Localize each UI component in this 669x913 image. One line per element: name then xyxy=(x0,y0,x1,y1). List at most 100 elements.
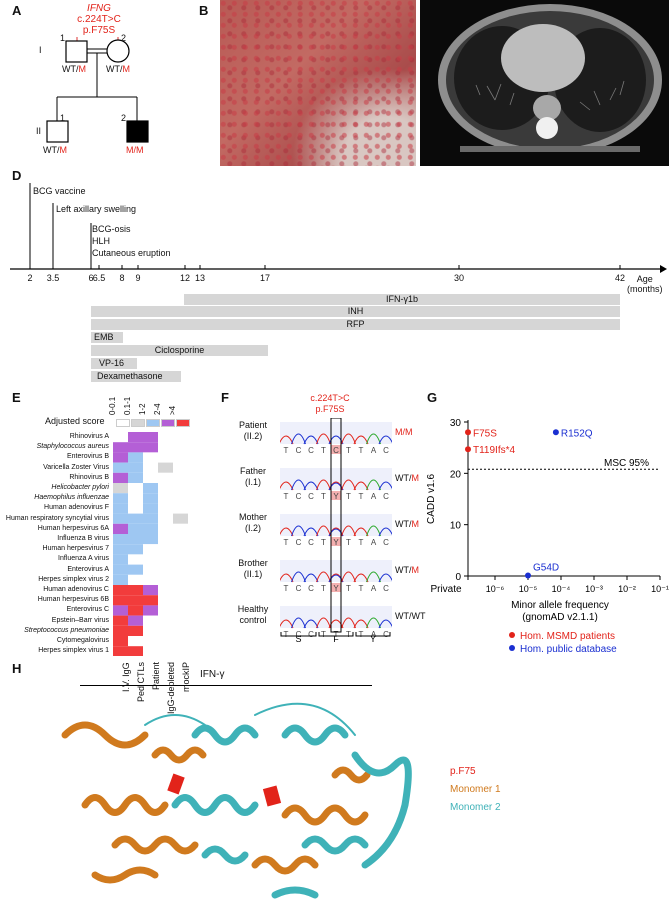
heatmap-cell xyxy=(113,636,128,647)
sanger-peak xyxy=(353,435,369,445)
treatment-bar-vp16: VP-16 xyxy=(91,358,137,369)
skin-rash-photo xyxy=(220,0,416,166)
sanger-base: C xyxy=(308,446,314,455)
treatment-bar-rfp: RFP xyxy=(91,319,620,330)
heatmap-cell xyxy=(113,503,128,514)
brother-square xyxy=(46,120,69,143)
heatmap-cell xyxy=(173,544,188,555)
heatmap-cell xyxy=(143,503,158,514)
structure-title-rule xyxy=(80,685,372,686)
sanger-base: T xyxy=(284,584,289,593)
heatmap-row-label: Human respiratory syncytial virus xyxy=(5,514,109,522)
sanger-base: C xyxy=(383,446,389,455)
event-bcg-osis: BCG-osis xyxy=(92,224,131,234)
msc-threshold-label: MSC 95% xyxy=(604,458,649,469)
panel-label-e: E xyxy=(12,390,21,405)
heatmap-cell xyxy=(143,483,158,494)
heatmap-cell xyxy=(128,636,143,647)
sanger-peak xyxy=(341,433,356,445)
ifng-structure-image xyxy=(61,702,412,899)
data-point-label: F75S xyxy=(473,428,497,439)
heatmap-cell xyxy=(128,585,143,596)
data-point xyxy=(465,429,471,436)
heatmap-cell xyxy=(113,472,128,483)
heatmap-grid xyxy=(113,432,188,656)
sanger-peak xyxy=(341,525,356,537)
timeline-axis xyxy=(10,183,667,273)
sanger-peak xyxy=(316,617,331,629)
heatmap-row-label: Rhinovirus B xyxy=(69,473,109,481)
heatmap-cell xyxy=(173,646,188,656)
heatmap-cell xyxy=(158,636,173,647)
heatmap-cell xyxy=(113,483,128,494)
score-bin-label: 2-4 xyxy=(153,403,162,415)
sanger-peak xyxy=(280,573,294,583)
heatmap-cell xyxy=(143,625,158,636)
sanger-base: T xyxy=(321,492,326,501)
heatmap-cell xyxy=(143,615,158,626)
heatmap-cell xyxy=(143,432,158,443)
sanger-base: T xyxy=(284,492,289,501)
timeline-tick-label: 8 xyxy=(119,273,125,283)
sanger-peak xyxy=(280,527,294,537)
timeline-tick-label: 13 xyxy=(194,273,205,283)
heatmap-cell xyxy=(158,523,173,534)
heatmap-row-label: Influenza A virus xyxy=(58,555,109,563)
heatmap-cell xyxy=(143,646,158,656)
heatmap-cell xyxy=(128,605,143,616)
heatmap-cell xyxy=(113,493,128,504)
heatmap-row-label: Influenza B virus xyxy=(57,535,109,542)
data-point-label: T119Ifs*4 xyxy=(473,445,515,456)
sanger-peak xyxy=(280,435,294,445)
panel-label-f: F xyxy=(221,390,229,405)
heatmap-row-label: Enterovirus A xyxy=(67,565,109,573)
heatmap-cell xyxy=(173,554,188,565)
timeline-tick-label: 2 xyxy=(27,273,33,283)
sanger-base: T xyxy=(284,446,289,455)
heatmap-cell xyxy=(173,472,188,483)
generation-i: I xyxy=(39,45,42,55)
i1-genotype: WT/M xyxy=(62,64,86,74)
sanger-base: C xyxy=(296,630,302,639)
sanger-genotype: WT/M xyxy=(395,565,419,575)
heatmap-cell xyxy=(158,483,173,494)
sanger-trace-bg xyxy=(280,560,392,582)
sanger-peak xyxy=(366,525,381,537)
heatmap-cell xyxy=(128,564,143,575)
sanger-sample-name: Mother xyxy=(238,512,267,522)
sanger-peak xyxy=(280,481,294,491)
score-bin-swatch xyxy=(131,419,145,427)
x-tick-label: 10⁻³ xyxy=(585,584,603,594)
heatmap-cell xyxy=(113,513,128,524)
sanger-base: T xyxy=(321,446,326,455)
heatmap-cell xyxy=(173,432,188,443)
heatmap-cell xyxy=(113,615,128,626)
x-tick-label: 10⁻¹ xyxy=(651,584,669,594)
heatmap-cell xyxy=(158,564,173,575)
ii1-genotype: WT/M xyxy=(43,145,67,155)
heatmap-cell xyxy=(128,483,143,494)
heatmap-cell xyxy=(128,452,143,463)
heatmap-row-label: Human herpesvirus 7 xyxy=(42,545,109,553)
treatment-bar-ifn: IFN-γ1b xyxy=(184,294,620,305)
timeline-tick-label: 42 xyxy=(614,273,625,283)
heatmap-cell xyxy=(113,544,128,555)
sanger-base: C xyxy=(308,538,314,547)
heatmap-cell xyxy=(173,493,188,504)
sanger-peak xyxy=(316,479,331,491)
sanger-base: T xyxy=(321,538,326,547)
sanger-peak xyxy=(316,571,331,583)
sanger-peak xyxy=(353,573,369,583)
heatmap-cell xyxy=(158,503,173,514)
sanger-base: C xyxy=(296,538,302,547)
heatmap-cell xyxy=(113,625,128,636)
sanger-peak xyxy=(353,527,369,537)
sanger-sample-name: Brother xyxy=(238,558,268,568)
heatmap-cell xyxy=(128,554,143,565)
sanger-base: T xyxy=(359,538,364,547)
sanger-peak xyxy=(291,525,306,537)
score-bin-swatch xyxy=(116,419,130,427)
sanger-base: C xyxy=(296,446,302,455)
i2-number: 2 xyxy=(121,33,127,43)
heatmap-cell xyxy=(128,595,143,606)
